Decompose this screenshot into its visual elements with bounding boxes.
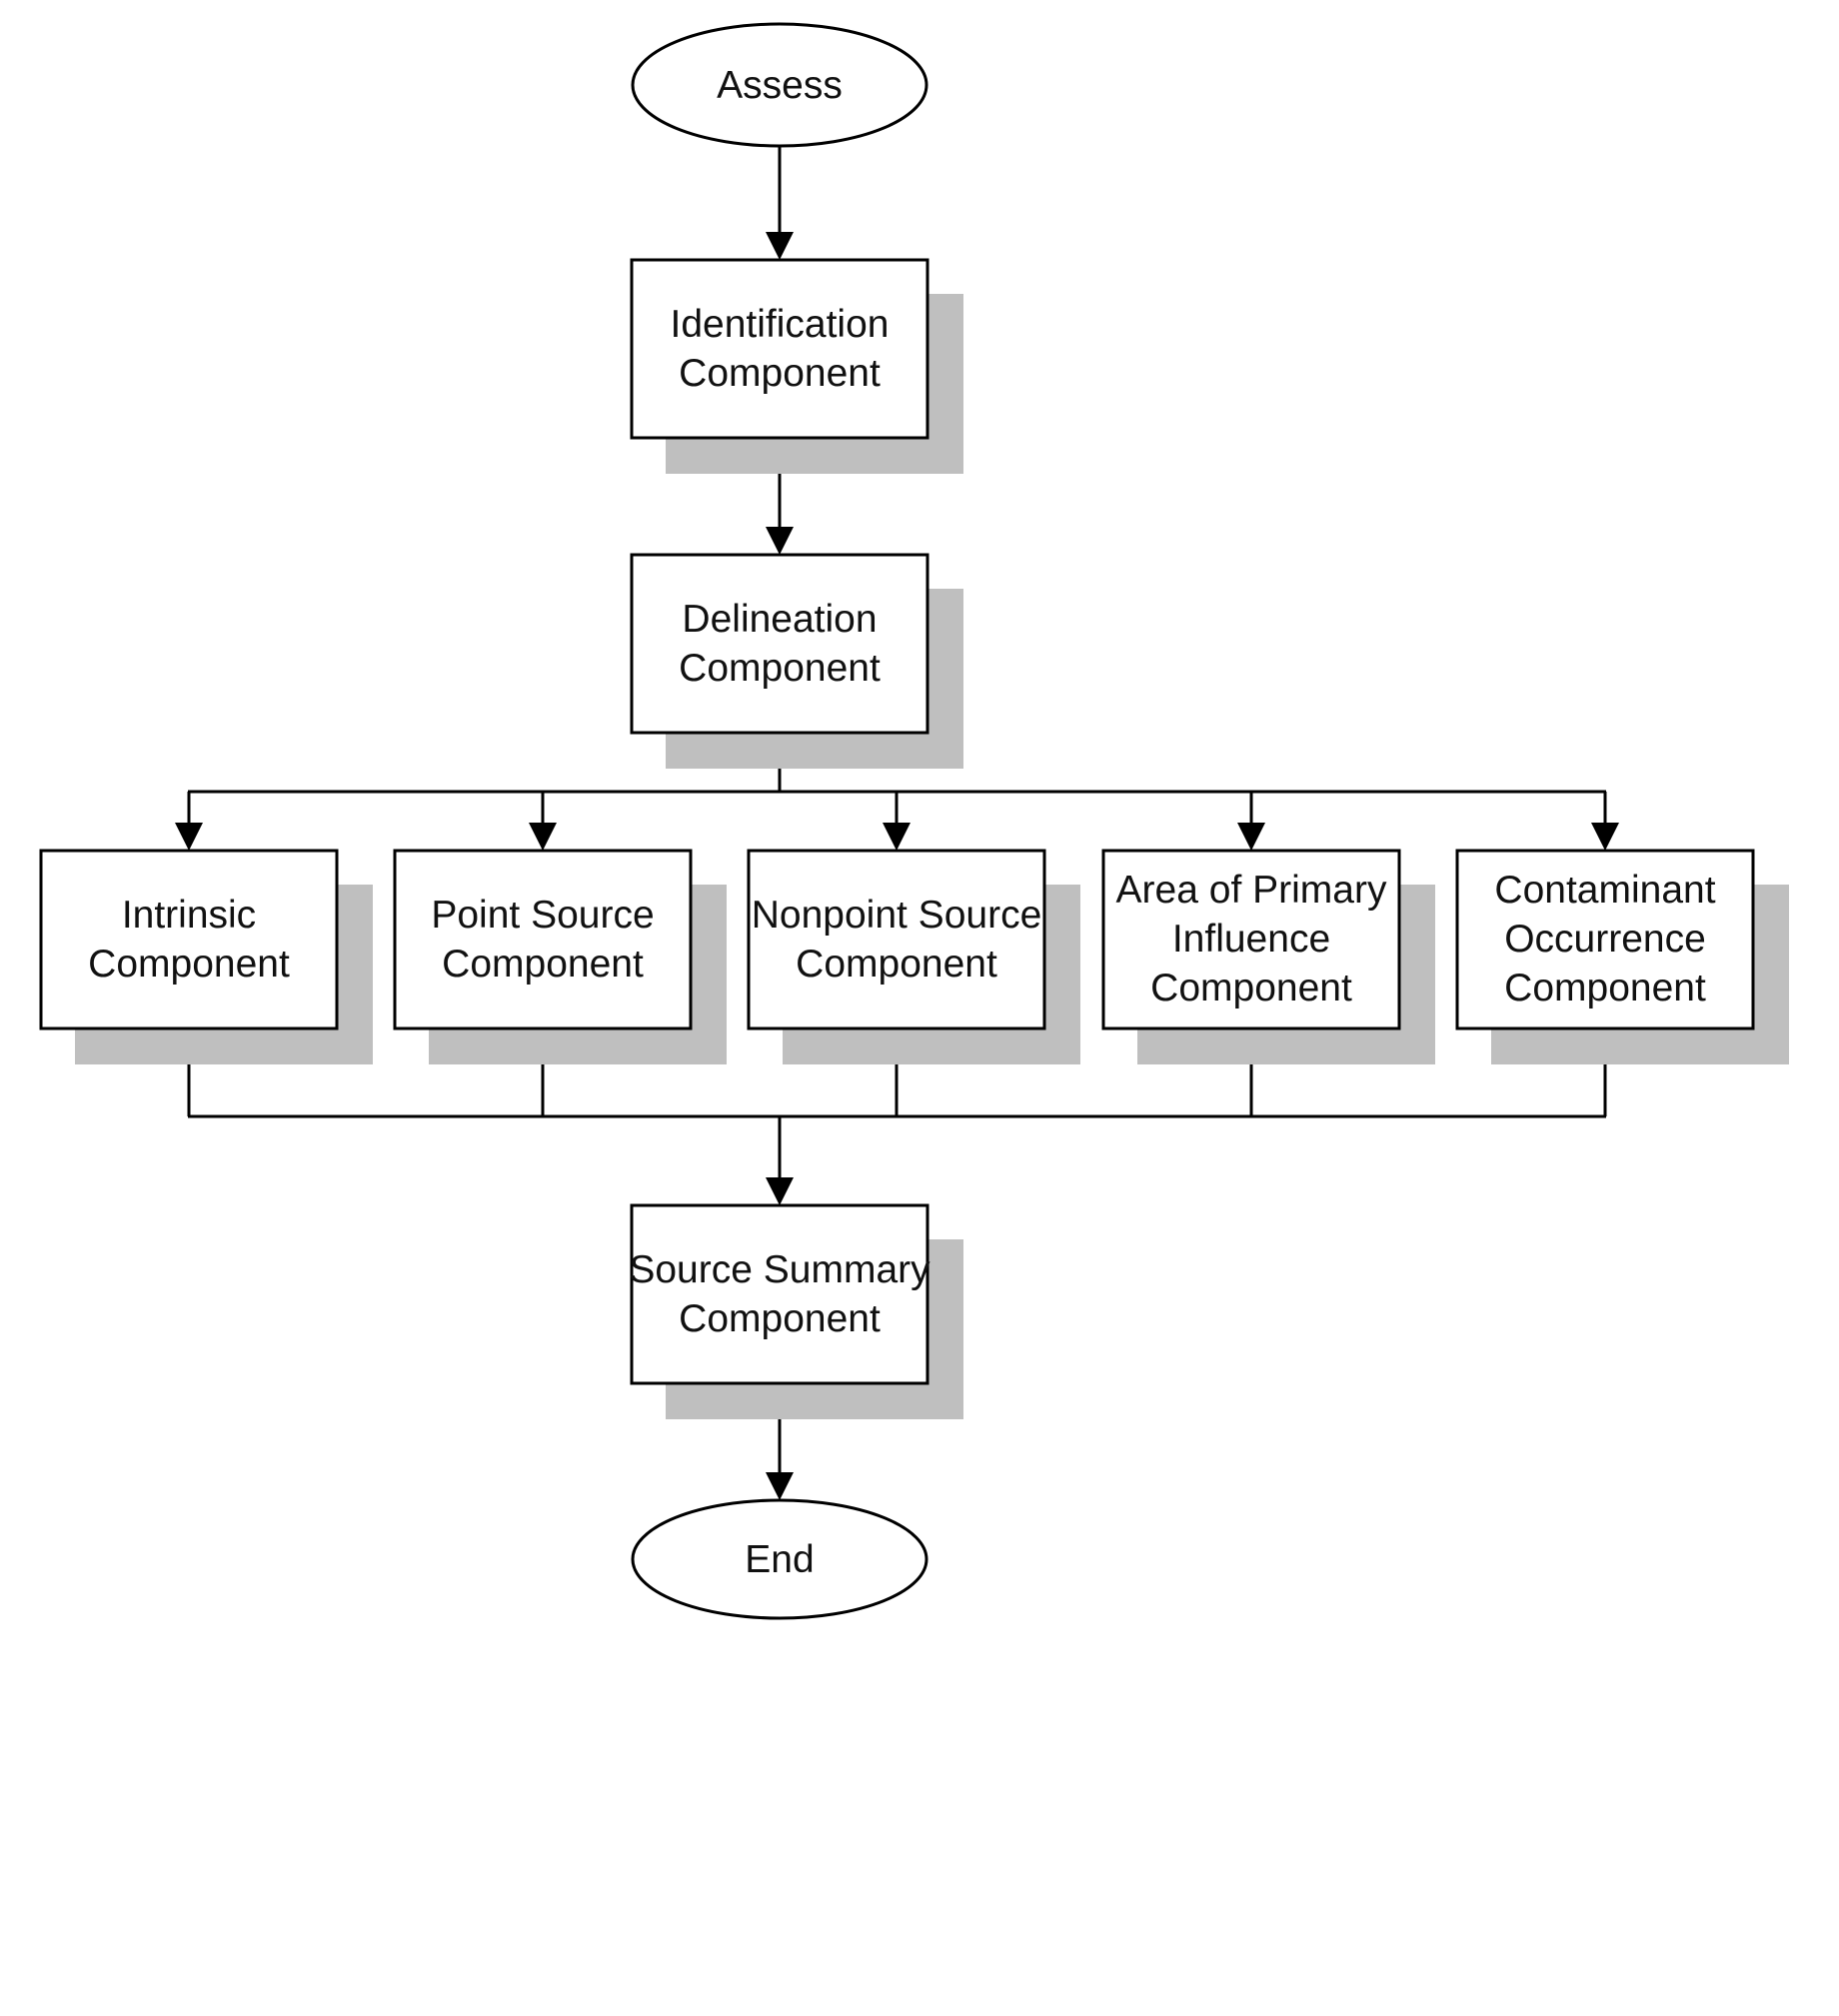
area-of-primary-influence-label-line-1: Area of Primary [1116,869,1387,912]
area-of-primary-influence-rect [1101,849,1401,1030]
area-of-primary-influence-label-line-3: Component [1150,967,1352,1009]
connectors [175,147,1619,1500]
intrinsic-label-line-2: Component [88,943,290,986]
arrowhead-intrinsic [175,823,203,851]
nonpoint-source-label-line-1: Nonpoint Source [752,894,1042,937]
source-summary-rect [630,1203,929,1385]
intrinsic-rect [39,849,339,1030]
arrowhead-end [766,1472,794,1500]
arrowhead-identification [766,232,794,260]
arrowhead-nonpoint-source [883,823,911,851]
source-summary-label-line-2: Component [679,1297,881,1340]
arrowhead-contaminant-occurrence [1591,823,1619,851]
delineation-rect [630,553,929,735]
contaminant-occurrence-label-line-2: Occurrence [1504,918,1706,961]
identification-label-line-2: Component [679,352,881,395]
identification-component-box: Identification Component [630,258,963,474]
arrowhead-point-source [529,823,557,851]
end-label: End [745,1538,814,1581]
contaminant-occurrence-label-line-1: Contaminant [1494,869,1715,912]
nonpoint-source-label-line-2: Component [796,943,997,986]
area-of-primary-influence-component-box: Area of Primary Influence Component [1101,849,1435,1064]
end-terminal: End [631,1498,928,1620]
source-summary-component-box: Source Summary Component [629,1203,963,1419]
contaminant-occurrence-rect [1455,849,1755,1030]
start-label: Assess [717,64,843,107]
area-of-primary-influence-label-line-2: Influence [1172,918,1330,961]
arrowhead-area-of-primary-influence [1237,823,1265,851]
contaminant-occurrence-label-line-3: Component [1504,967,1706,1009]
point-source-label-line-1: Point Source [431,894,654,937]
identification-rect [630,258,929,440]
contaminant-occurrence-component-box: Contaminant Occurrence Component [1455,849,1789,1064]
point-source-label-line-2: Component [442,943,644,986]
intrinsic-component-box: Intrinsic Component [39,849,373,1064]
intrinsic-label-line-1: Intrinsic [122,894,256,937]
identification-label-line-1: Identification [671,303,890,346]
end-ellipse [631,1498,928,1620]
nonpoint-source-component-box: Nonpoint Source Component [747,849,1080,1064]
point-source-rect [393,849,693,1030]
delineation-component-box: Delineation Component [630,553,963,769]
start-ellipse [631,22,928,148]
delineation-label-line-1: Delineation [682,598,877,641]
nonpoint-source-rect [747,849,1046,1030]
delineation-label-line-2: Component [679,647,881,690]
arrowhead-source-summary [766,1177,794,1205]
point-source-component-box: Point Source Component [393,849,727,1064]
source-summary-label-line-1: Source Summary [629,1248,930,1291]
arrowhead-delineation [766,527,794,555]
start-terminal: Assess [631,22,928,148]
